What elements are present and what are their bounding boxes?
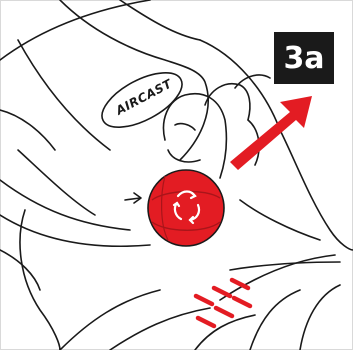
boot-shell [60,0,208,160]
boot-outline-left [18,40,110,150]
valve-button [148,170,224,246]
boot-outline-upper [0,0,150,60]
direction-arrow-icon [230,96,312,170]
step-badge: 3a [274,32,334,84]
finger-outline [164,94,227,178]
